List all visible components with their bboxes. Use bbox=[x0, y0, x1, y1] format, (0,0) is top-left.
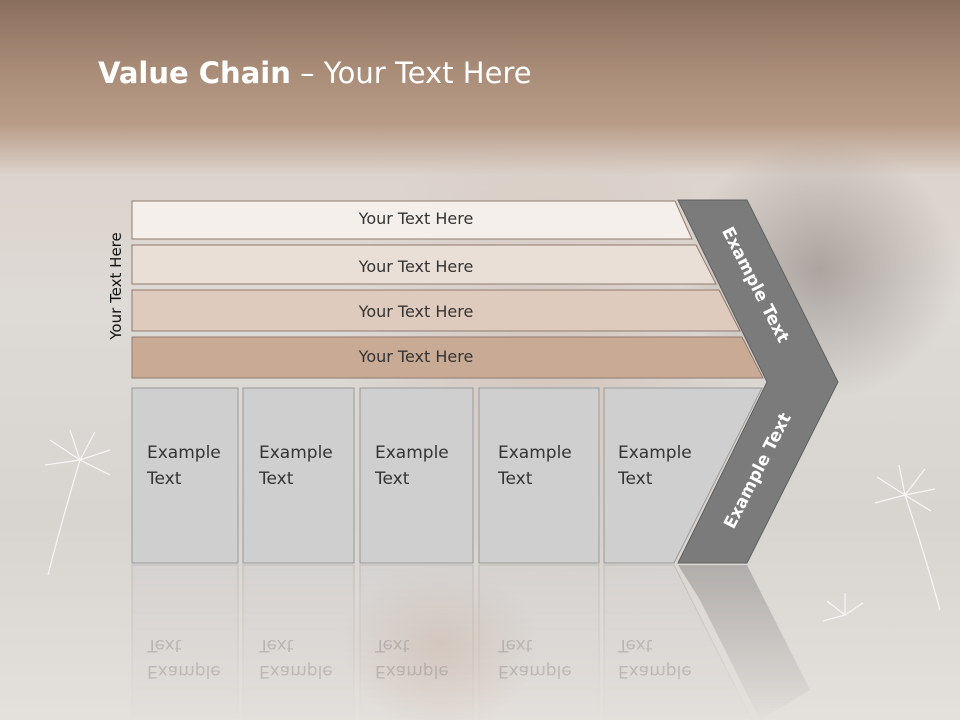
bar-3-label: Your Text Here bbox=[358, 302, 474, 321]
diagram-reflection bbox=[131, 564, 810, 720]
bar-1-label: Your Text Here bbox=[358, 209, 474, 228]
box-4 bbox=[478, 387, 600, 564]
bar-4-label: Your Text Here bbox=[358, 347, 474, 366]
bar-4 bbox=[131, 336, 764, 379]
box-2 bbox=[242, 387, 355, 564]
bar-3 bbox=[131, 289, 741, 332]
dandelion-left-decoration bbox=[44, 429, 111, 576]
box-1 bbox=[131, 387, 239, 564]
chevron-arrow bbox=[677, 199, 839, 564]
box-3 bbox=[359, 387, 474, 564]
slide-title: Value Chain – Your Text Here bbox=[98, 56, 532, 90]
bar-2 bbox=[131, 244, 717, 285]
bar-2-label: Your Text Here bbox=[358, 257, 474, 276]
box-5 bbox=[603, 387, 763, 564]
dandelion-right-decoration bbox=[822, 464, 941, 622]
title-rest: – Your Text Here bbox=[290, 56, 532, 90]
bar-1 bbox=[131, 200, 693, 240]
title-bold: Value Chain bbox=[98, 56, 291, 90]
